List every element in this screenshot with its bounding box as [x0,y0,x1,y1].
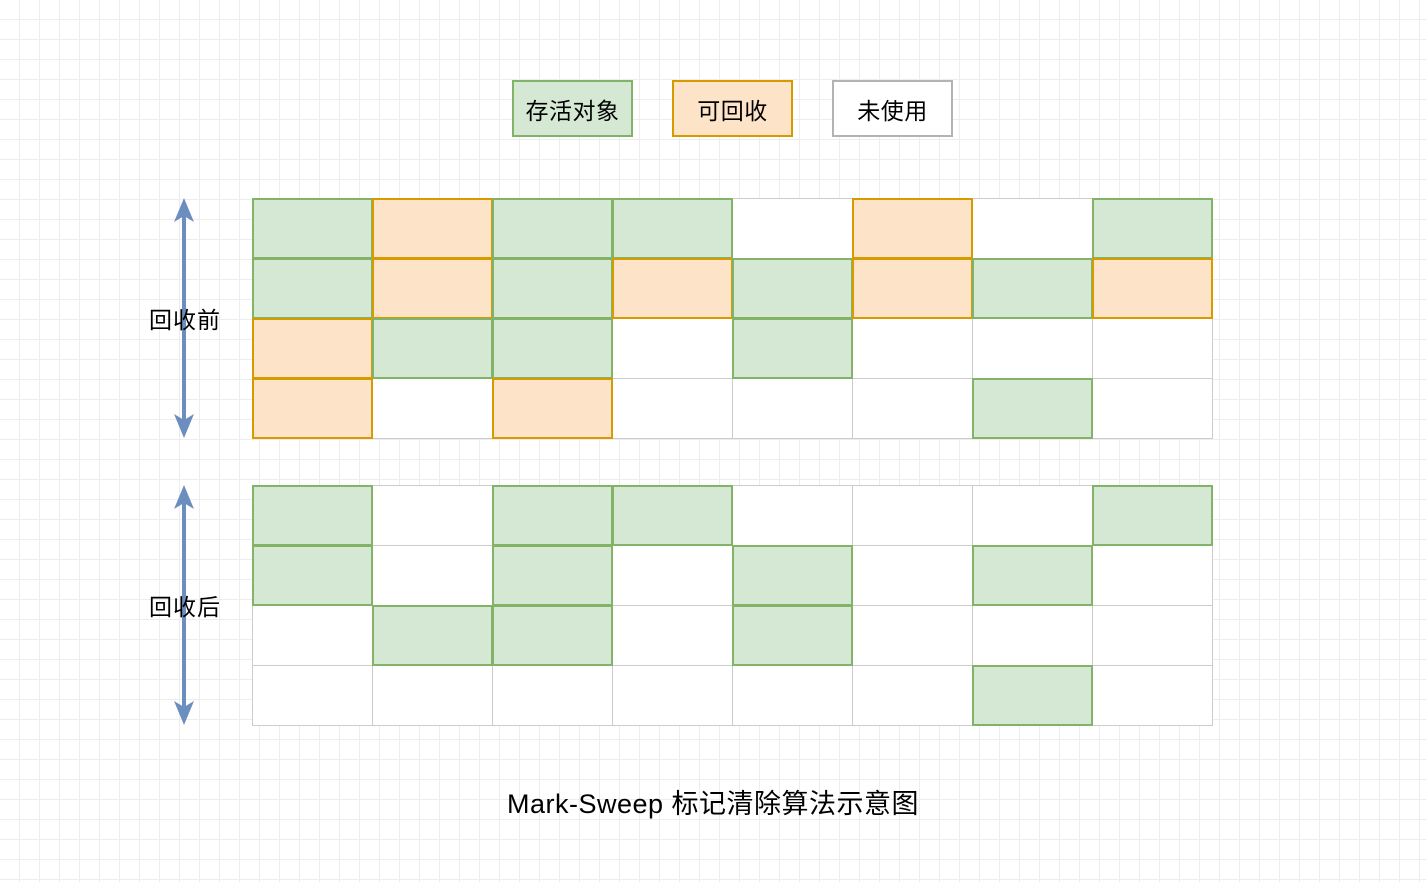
heap-cell-before-r4c4 [611,377,733,439]
heap-cell-after-r1c3 [491,484,613,546]
heap-cell-before-r3c5 [731,317,853,379]
heap-cell-before-r4c8 [1091,377,1213,439]
heap-cell-before-r2c3 [491,257,613,319]
heap-cell-before-r1c2 [371,197,493,259]
double-arrow-icon-after [174,485,194,725]
heap-cell-after-r2c1 [251,544,373,606]
legend-label-live-objects: 存活对象 [525,97,620,124]
heap-grid-before [251,197,1213,439]
heap-cell-after-r2c2 [371,544,493,606]
phase-label-after: 回收后 [149,594,221,620]
heap-cell-after-r3c6 [851,604,973,666]
legend-label-garbage: 可回收 [697,97,768,124]
heap-cell-after-r2c4 [611,544,733,606]
heap-cell-after-r2c7 [971,544,1093,606]
legend-item-live-objects: 存活对象 [512,80,633,137]
heap-cell-before-r1c3 [491,197,613,259]
heap-cell-after-r1c6 [851,484,973,546]
heap-cell-before-r2c8 [1091,257,1213,319]
heap-cell-before-r4c6 [851,377,973,439]
legend-item-garbage: 可回收 [672,80,793,137]
heap-cell-before-r2c2 [371,257,493,319]
heap-cell-before-r3c1 [251,317,373,379]
heap-cell-before-r3c3 [491,317,613,379]
heap-cell-before-r3c4 [611,317,733,379]
heap-cell-before-r2c5 [731,257,853,319]
heap-cell-after-r2c6 [851,544,973,606]
phase-marker-before: 回收前 [130,198,240,438]
heap-cell-before-r3c8 [1091,317,1213,379]
heap-cell-before-r1c4 [611,197,733,259]
heap-cell-after-r2c5 [731,544,853,606]
heap-cell-before-r4c3 [491,377,613,439]
heap-cell-before-r4c5 [731,377,853,439]
heap-cell-after-r4c8 [1091,664,1213,726]
heap-cell-after-r3c2 [371,604,493,666]
heap-cell-after-r3c4 [611,604,733,666]
heap-cell-before-r1c8 [1091,197,1213,259]
heap-cell-before-r1c1 [251,197,373,259]
heap-cell-after-r4c6 [851,664,973,726]
heap-cell-after-r2c8 [1091,544,1213,606]
legend-item-unused: 未使用 [832,80,953,137]
heap-cell-before-r4c1 [251,377,373,439]
heap-cell-before-r3c7 [971,317,1093,379]
heap-cell-before-r3c2 [371,317,493,379]
heap-cell-after-r4c5 [731,664,853,726]
double-arrow-icon-before [174,198,194,438]
heap-cell-after-r3c7 [971,604,1093,666]
heap-cell-after-r3c5 [731,604,853,666]
heap-cell-after-r4c4 [611,664,733,726]
heap-cell-after-r4c1 [251,664,373,726]
heap-cell-after-r1c7 [971,484,1093,546]
heap-cell-after-r1c4 [611,484,733,546]
heap-cell-after-r3c1 [251,604,373,666]
heap-cell-before-r2c1 [251,257,373,319]
heap-cell-after-r1c8 [1091,484,1213,546]
heap-grid-after [251,484,1213,726]
legend-label-unused: 未使用 [857,97,928,124]
heap-cell-before-r1c5 [731,197,853,259]
heap-cell-before-r1c6 [851,197,973,259]
phase-label-before: 回收前 [149,307,221,333]
heap-cell-after-r2c3 [491,544,613,606]
heap-cell-before-r3c6 [851,317,973,379]
heap-cell-after-r1c5 [731,484,853,546]
heap-cell-before-r4c7 [971,377,1093,439]
heap-cell-before-r4c2 [371,377,493,439]
diagram-title: Mark-Sweep 标记清除算法示意图 [506,789,920,819]
heap-cell-after-r4c3 [491,664,613,726]
heap-cell-after-r1c2 [371,484,493,546]
heap-cell-after-r3c8 [1091,604,1213,666]
heap-cell-after-r3c3 [491,604,613,666]
heap-cell-before-r2c7 [971,257,1093,319]
phase-marker-after: 回收后 [130,485,240,725]
heap-cell-before-r2c6 [851,257,973,319]
heap-cell-after-r1c1 [251,484,373,546]
heap-cell-after-r4c2 [371,664,493,726]
heap-cell-before-r2c4 [611,257,733,319]
heap-cell-after-r4c7 [971,664,1093,726]
heap-cell-before-r1c7 [971,197,1093,259]
